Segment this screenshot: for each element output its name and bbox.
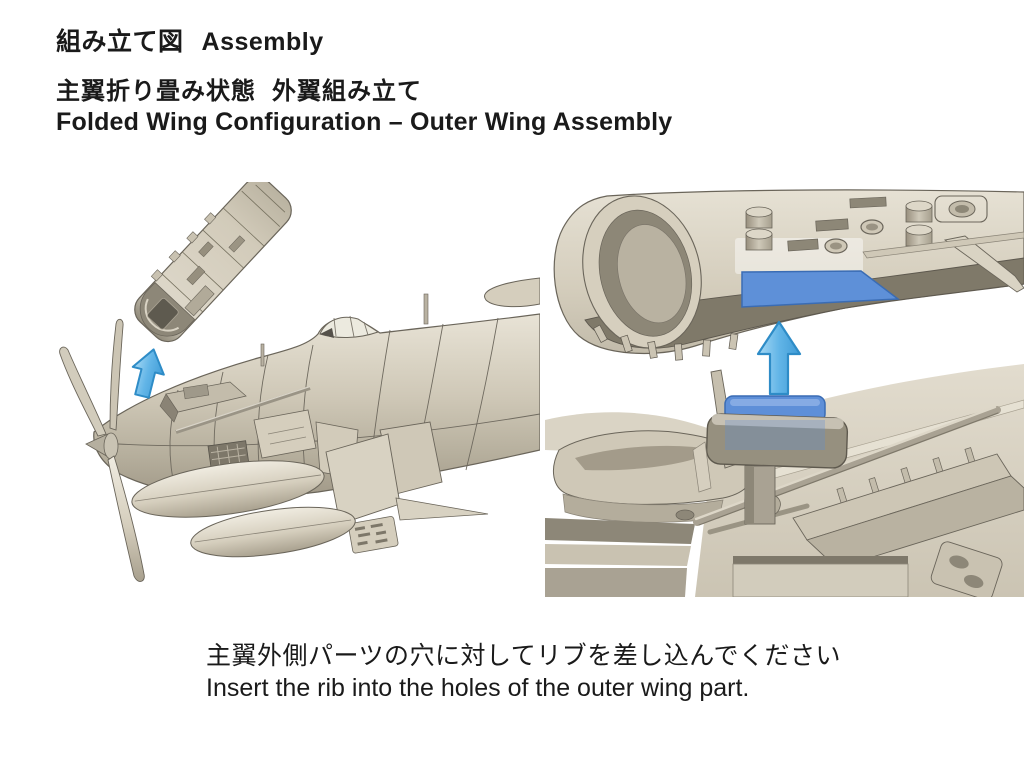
propeller-blade-up — [109, 318, 124, 431]
rib-hole-highlight — [741, 270, 901, 308]
subtitle-english: Folded Wing Configuration – Outer Wing A… — [56, 108, 673, 136]
wing-stub-closeup — [545, 364, 1024, 597]
slots — [787, 196, 887, 252]
antenna-mast-front — [260, 343, 265, 367]
propeller-blade-left — [59, 346, 107, 437]
up-arrow-icon — [756, 320, 802, 396]
antenna-mast — [423, 293, 429, 325]
instruction-caption: 主翼外側パーツの穴に対してリブを差し込んでください Insert the rib… — [206, 640, 841, 704]
hinge-bracket — [930, 541, 1003, 597]
wing-root-hole — [147, 297, 179, 330]
rib-tabs — [593, 324, 739, 361]
ring-marks — [824, 219, 884, 254]
detached-outer-wing-panel — [134, 182, 292, 343]
page-title-en: Assembly — [201, 28, 324, 56]
locating-pegs — [745, 200, 933, 251]
figure-aircraft-overview — [58, 182, 540, 602]
subtitle-japanese: 主翼折り畳み状態外翼組み立て — [56, 78, 422, 105]
detail-plate — [348, 516, 399, 554]
cockpit-canopy — [319, 315, 380, 338]
page-title: 組み立て図 Assembly — [56, 22, 324, 58]
page-title-jp: 組み立て図 — [56, 28, 184, 56]
folded-tail-surfaces — [325, 421, 489, 554]
caption-english: Insert the rib into the holes of the out… — [206, 674, 750, 702]
up-arrow-icon — [131, 348, 165, 399]
wing-joint-closeup-render — [545, 189, 1024, 597]
aircraft-3d-render — [59, 182, 540, 582]
figure-joint-closeup — [545, 188, 1024, 597]
outer-wing-underside — [553, 189, 1024, 361]
stub-plate — [705, 413, 849, 469]
wingtip-cross-section — [582, 195, 702, 349]
propeller-blade-down — [107, 455, 145, 582]
section-subtitle: 主翼折り畳み状態外翼組み立て Folded Wing Configuration… — [56, 76, 672, 138]
page-header: 組み立て図 Assembly — [56, 22, 324, 58]
drop-tanks — [131, 460, 356, 558]
propeller — [59, 318, 145, 582]
caption-japanese: 主翼外側パーツの穴に対してリブを差し込んでください — [206, 642, 842, 670]
tailplane-tip — [484, 277, 540, 308]
access-cutout — [934, 195, 988, 223]
